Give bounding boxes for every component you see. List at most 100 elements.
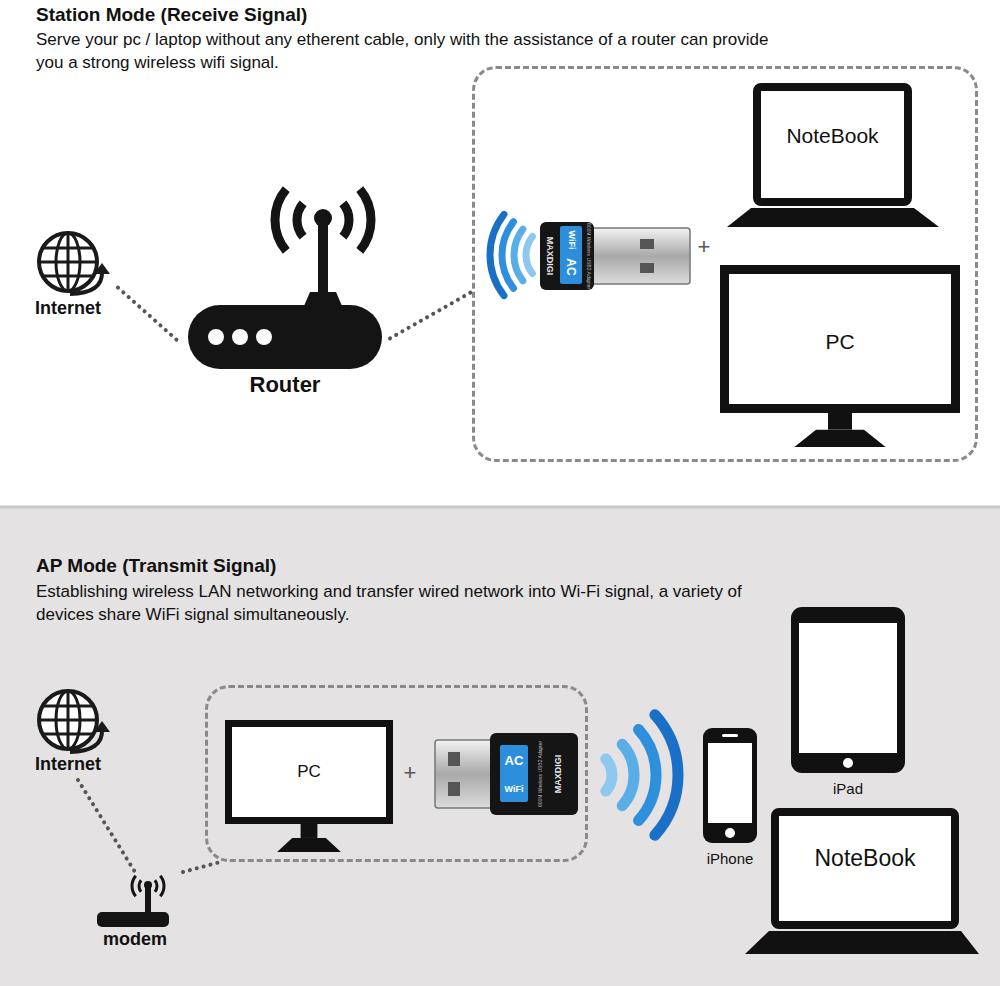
globe-arrow: [70, 730, 102, 752]
plug-hole: [448, 782, 460, 796]
adapter-brand: AC: [505, 754, 524, 767]
adapter-model: 600M Wireless USB2 Adapter: [586, 223, 591, 289]
panel-description: Serve your pc / laptop without any ether…: [36, 28, 781, 74]
radio-wave: [343, 203, 349, 236]
router-led: [208, 329, 224, 345]
router-icon: Router: [180, 180, 390, 400]
adapter-brand: AC: [565, 258, 577, 275]
radio-wave: [132, 876, 136, 897]
globe-arrow-head: [94, 263, 110, 274]
iphone-icon: iPhone: [698, 725, 762, 875]
radio-wave: [139, 880, 141, 892]
globe-arrow-head: [94, 721, 110, 732]
wifi-wave: [490, 214, 504, 295]
device-label: PC: [720, 329, 960, 354]
pc-monitor-shape: [225, 720, 393, 855]
globe-parallel: [43, 705, 94, 708]
usb-plug: [435, 740, 493, 808]
globe-parallel: [43, 275, 94, 278]
pc-monitor: PC: [225, 720, 393, 855]
bottom-panel-ground: [0, 506, 1000, 986]
router-led: [256, 329, 272, 345]
adapter-sticker: [500, 745, 528, 802]
dotted-link: [390, 292, 472, 339]
antenna-mast: [318, 220, 328, 294]
notebook-icon: NoteBook: [724, 83, 942, 231]
monitor-foot: [277, 838, 341, 852]
globe-parallel: [39, 261, 97, 264]
device-label: iPad: [786, 780, 910, 798]
ipad-icon: iPad: [786, 603, 910, 803]
dotted-link: [183, 862, 220, 872]
plus-sign: +: [698, 236, 711, 258]
plug-hole: [640, 239, 654, 249]
globe-outline: [39, 233, 97, 291]
antenna-tip: [144, 881, 152, 889]
pc-monitor: PC: [720, 265, 960, 450]
dotted-link: [118, 288, 180, 343]
mode-panel: AP Mode (Transmit Signal)Establishing wi…: [0, 508, 1000, 986]
dotted-link: [78, 780, 135, 872]
wifi-wave: [655, 715, 678, 835]
radio-wave: [275, 189, 286, 251]
antenna-tip: [314, 209, 332, 227]
wifi-wave: [514, 229, 523, 281]
tablet-button: [843, 758, 853, 768]
radio-wave: [155, 880, 157, 892]
laptop-base: [727, 208, 939, 227]
icon-label: modem: [85, 929, 185, 951]
monitor-neck: [301, 824, 318, 838]
wifi-wave: [606, 759, 612, 791]
internet-icon: Internet: [18, 230, 118, 326]
notebook-icon: NoteBook: [742, 808, 982, 958]
usb-plug: [590, 228, 690, 284]
phone-screen: [708, 743, 752, 823]
globe-parallel: [43, 733, 94, 736]
usb-adapter: [435, 733, 578, 815]
adapter-brand: WiFi: [505, 785, 524, 794]
panel-heading: AP Mode (Transmit Signal): [36, 555, 936, 578]
notebook-icon-shape: [724, 83, 942, 231]
plus-sign: +: [404, 762, 417, 784]
modem-body: [97, 912, 169, 927]
globe-arrow: [70, 272, 102, 294]
phone-body: [703, 728, 757, 843]
plug-hole: [448, 752, 460, 766]
device-label: NoteBook: [775, 845, 955, 873]
laptop-base: [745, 931, 979, 954]
adapter-body: [540, 222, 594, 290]
panel-description: Establishing wireless LAN networking and…: [36, 580, 781, 626]
globe-outline: [39, 691, 97, 749]
monitor-foot: [794, 430, 885, 447]
phone-speaker: [722, 734, 738, 737]
icon-label: Internet: [18, 298, 118, 320]
internet-icon: Internet: [18, 688, 118, 780]
wifi-wave: [622, 744, 634, 806]
tablet-screen: [799, 623, 897, 753]
icon-label: Router: [180, 372, 390, 398]
router-body: [188, 305, 382, 369]
usb-adapter: [540, 222, 690, 290]
radio-wave: [160, 876, 164, 897]
panel-heading: Station Mode (Receive Signal): [36, 4, 936, 27]
adapter-brand: MAXDIGI: [545, 237, 554, 276]
device-label: PC: [225, 762, 393, 782]
panel-divider: [0, 506, 1000, 509]
icon-label: Internet: [18, 754, 118, 776]
phone-button: [725, 828, 735, 838]
laptop-screen: [757, 87, 908, 202]
plug-hole: [640, 263, 654, 273]
antenna-base: [304, 292, 342, 306]
device-label: NoteBook: [757, 123, 908, 148]
adapter-model: 600M Wireless USB2 Adapter: [538, 741, 543, 807]
radio-wave: [360, 189, 371, 251]
modem-antenna: [145, 886, 151, 913]
adapter-brand: MAXDIGI: [554, 755, 563, 794]
wifi-wave: [526, 237, 532, 274]
wifi-wave: [502, 222, 513, 288]
adapter-body: [490, 733, 578, 815]
device-group: PC: [205, 685, 588, 862]
router-led: [232, 329, 248, 345]
